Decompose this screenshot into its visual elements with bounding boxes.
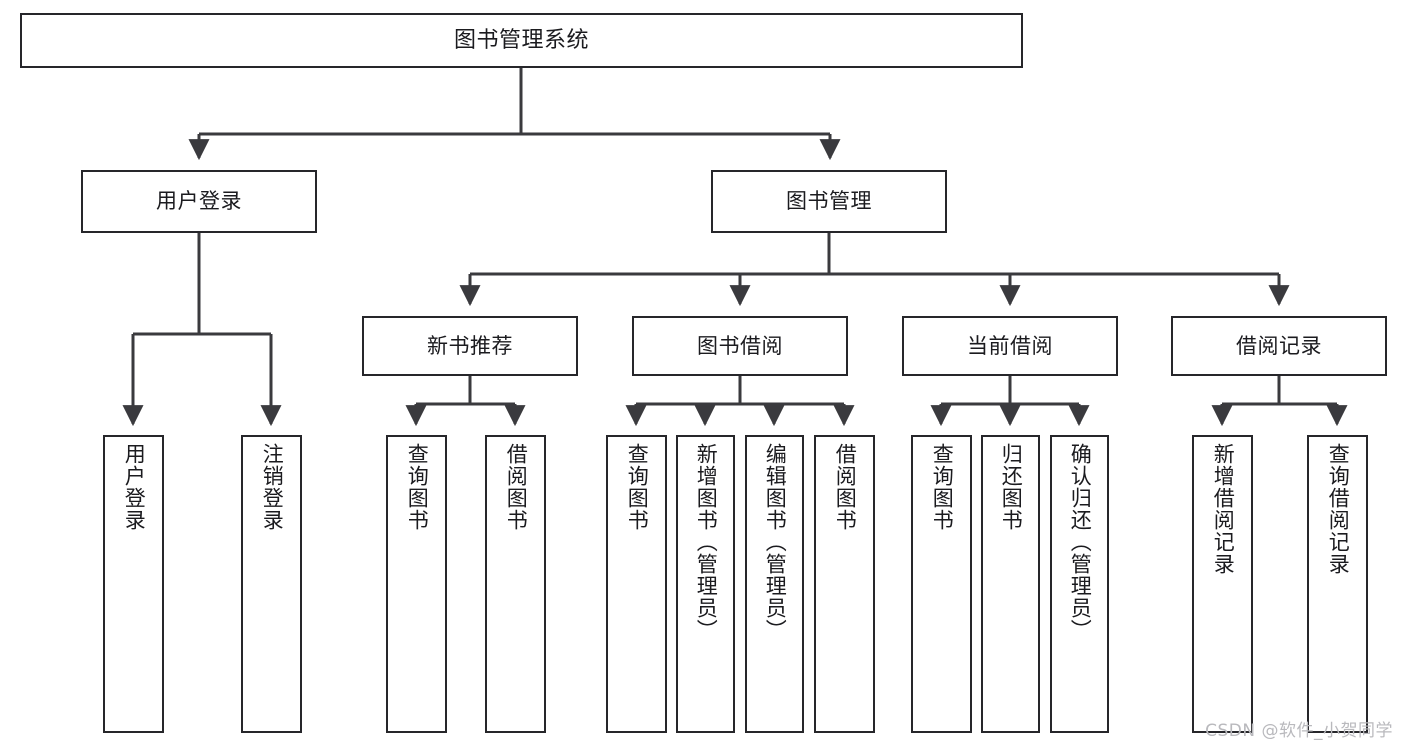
node-label: 用户登录 xyxy=(122,443,147,531)
node-label: 图书管理系统 xyxy=(453,27,589,53)
node-root-system[interactable]: 图书管理系统 xyxy=(20,13,1023,68)
node-label: 编辑图书（管理员） xyxy=(763,443,788,641)
node-leaf-logout[interactable]: 注销登录 xyxy=(241,435,302,733)
node-leaf-return-book[interactable]: 归还图书 xyxy=(981,435,1040,733)
node-borrow-record[interactable]: 借阅记录 xyxy=(1171,316,1387,376)
node-leaf-user-login[interactable]: 用户登录 xyxy=(103,435,164,733)
node-label: 查询借阅记录 xyxy=(1326,443,1351,575)
watermark-text: CSDN @软件_小贺同学 xyxy=(1205,721,1393,741)
node-label: 新书推荐 xyxy=(427,333,513,358)
node-leaf-query-book-3[interactable]: 查询图书 xyxy=(911,435,972,733)
node-label: 借阅图书 xyxy=(833,443,858,531)
node-leaf-query-book-2[interactable]: 查询图书 xyxy=(606,435,667,733)
node-label: 借阅图书 xyxy=(504,443,529,531)
node-leaf-confirm-return[interactable]: 确认归还（管理员） xyxy=(1050,435,1109,733)
node-label: 借阅记录 xyxy=(1236,333,1322,358)
node-label: 用户登录 xyxy=(156,189,242,214)
node-leaf-query-record[interactable]: 查询借阅记录 xyxy=(1307,435,1368,733)
node-leaf-edit-book[interactable]: 编辑图书（管理员） xyxy=(745,435,804,733)
node-label: 新增图书（管理员） xyxy=(694,443,719,641)
node-book-management[interactable]: 图书管理 xyxy=(711,170,947,233)
node-label: 图书借阅 xyxy=(697,333,783,358)
node-label: 确认归还（管理员） xyxy=(1068,443,1093,641)
node-current-borrow[interactable]: 当前借阅 xyxy=(902,316,1118,376)
node-label: 查询图书 xyxy=(625,443,650,531)
node-label: 查询图书 xyxy=(405,443,430,531)
node-label: 查询图书 xyxy=(930,443,955,531)
node-label: 新增借阅记录 xyxy=(1211,443,1236,575)
node-leaf-query-book-1[interactable]: 查询图书 xyxy=(386,435,447,733)
node-label: 归还图书 xyxy=(999,443,1024,531)
node-book-borrow[interactable]: 图书借阅 xyxy=(632,316,848,376)
node-leaf-borrow-book-1[interactable]: 借阅图书 xyxy=(485,435,546,733)
node-label: 注销登录 xyxy=(260,443,285,531)
node-user-login[interactable]: 用户登录 xyxy=(81,170,317,233)
node-leaf-add-book[interactable]: 新增图书（管理员） xyxy=(676,435,735,733)
node-leaf-borrow-book-2[interactable]: 借阅图书 xyxy=(814,435,875,733)
node-leaf-add-record[interactable]: 新增借阅记录 xyxy=(1192,435,1253,733)
node-label: 图书管理 xyxy=(786,189,872,214)
node-label: 当前借阅 xyxy=(967,333,1053,358)
node-new-book-recommend[interactable]: 新书推荐 xyxy=(362,316,578,376)
